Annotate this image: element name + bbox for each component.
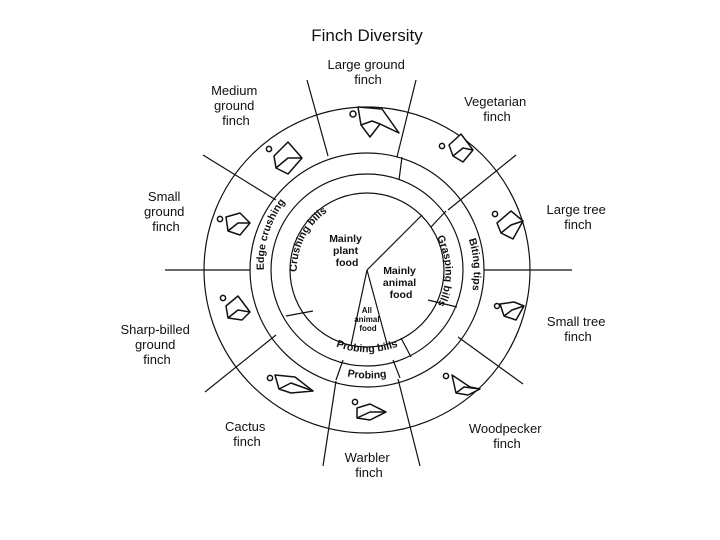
label-warbler-finch: Warbler finch [345, 450, 394, 480]
probing-bills-label: Probing bills [335, 338, 399, 355]
beak-sharp-billed-ground-finch-icon [220, 295, 250, 320]
beak-small-ground-finch-icon [217, 213, 250, 235]
beak-vegetarian-finch-icon [439, 134, 473, 162]
mainly-plant-food-label: Mainly plant food [329, 233, 365, 269]
label-large-ground-finch: Large ground finch [328, 57, 409, 87]
biting-tips-label: Biting tips [466, 237, 483, 292]
beak-large-ground-finch-icon [350, 107, 399, 137]
mainly-animal-food-label: Mainly animal food [383, 265, 419, 301]
label-cactus-finch: Cactus finch [225, 419, 269, 449]
grasping-bills-label: Grasping bills [434, 233, 455, 308]
beak-woodpecker-finch-icon [443, 373, 480, 395]
label-sharp-billed-ground-finch: Sharp-billed ground finch [121, 322, 194, 367]
label-woodpecker-finch: Woodpecker finch [469, 421, 545, 451]
diagram-title: Finch Diversity [311, 26, 423, 45]
label-small-ground-finch: Small ground finch [144, 189, 188, 234]
beak-warbler-finch-icon [352, 399, 386, 420]
label-vegetarian-finch: Vegetarian finch [464, 94, 530, 124]
beak-cactus-finch-icon [267, 375, 313, 393]
label-medium-ground-finch: Medium ground finch [211, 83, 261, 128]
label-small-tree-finch: Small tree finch [547, 314, 609, 344]
crushing-bills-label: Crushing bills [288, 204, 330, 271]
beak-medium-ground-finch-icon [266, 142, 302, 174]
probing-label: Probing [347, 368, 387, 382]
label-large-tree-finch: Large tree finch [547, 202, 610, 232]
beak-small-tree-finch-icon [495, 302, 525, 320]
beak-large-tree-finch-icon [492, 211, 523, 239]
